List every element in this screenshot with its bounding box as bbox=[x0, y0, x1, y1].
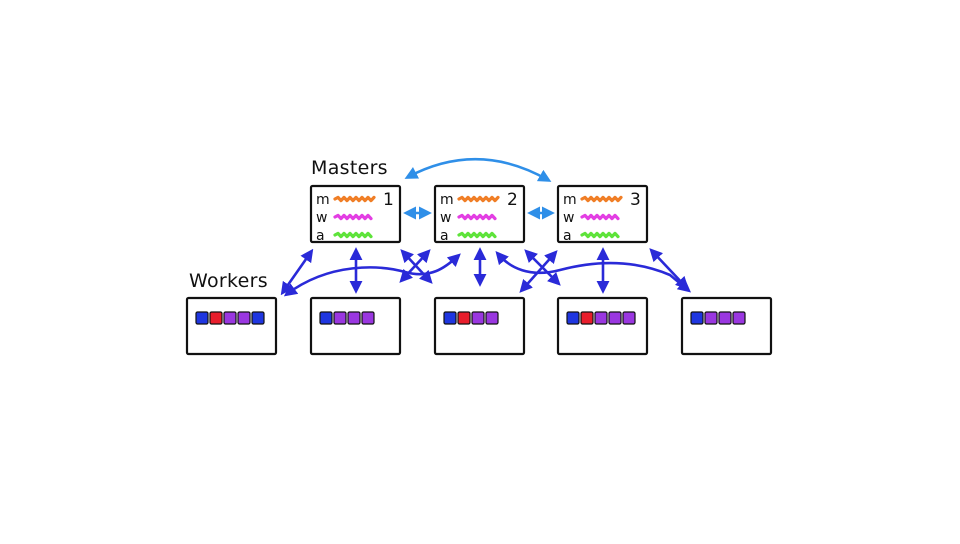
task-block-blue bbox=[566, 311, 580, 325]
m-metric-line bbox=[457, 195, 500, 203]
task-block-purple bbox=[718, 311, 732, 325]
a-metric-line bbox=[333, 231, 373, 239]
m-metric-line bbox=[333, 195, 376, 203]
master-row-label: m bbox=[440, 192, 454, 208]
masters-label: Masters bbox=[311, 157, 388, 179]
master-number: 2 bbox=[507, 190, 518, 210]
master-row-label: w bbox=[440, 210, 452, 226]
w-metric-line bbox=[333, 213, 373, 221]
w-metric-line bbox=[580, 213, 620, 221]
worker-box bbox=[309, 296, 402, 356]
worker-box bbox=[680, 296, 773, 356]
master-row-label: a bbox=[440, 228, 449, 244]
task-block-purple bbox=[594, 311, 608, 325]
task-block-purple bbox=[622, 311, 636, 325]
arrows-layer bbox=[280, 157, 691, 297]
master-number: 1 bbox=[383, 190, 394, 210]
master-worker-arrow bbox=[283, 253, 461, 297]
master-row-label: a bbox=[316, 228, 325, 244]
task-block-purple bbox=[485, 311, 499, 325]
master-row-label: a bbox=[563, 228, 572, 244]
boxes-layer bbox=[185, 184, 773, 356]
master-link-arrow bbox=[404, 157, 552, 182]
task-block-purple bbox=[608, 311, 622, 325]
workers-label: Workers bbox=[189, 270, 268, 292]
task-block-purple bbox=[333, 311, 347, 325]
task-block-red bbox=[457, 311, 471, 325]
task-block-red bbox=[580, 311, 594, 325]
worker-box bbox=[185, 296, 278, 356]
task-block-blue bbox=[690, 311, 704, 325]
task-block-purple bbox=[471, 311, 485, 325]
task-block-purple bbox=[347, 311, 361, 325]
master-number: 3 bbox=[630, 190, 641, 210]
task-block-blue bbox=[195, 311, 209, 325]
worker-box bbox=[433, 296, 526, 356]
task-block-purple bbox=[361, 311, 375, 325]
a-metric-line bbox=[457, 231, 497, 239]
task-block-blue bbox=[443, 311, 457, 325]
master-row-label: w bbox=[563, 210, 575, 226]
task-block-red bbox=[209, 311, 223, 325]
task-block-blue bbox=[251, 311, 265, 325]
master-row-label: m bbox=[563, 192, 577, 208]
master-worker-arrow bbox=[400, 249, 433, 284]
task-block-purple bbox=[223, 311, 237, 325]
task-block-blue bbox=[319, 311, 333, 325]
master-row-label: m bbox=[316, 192, 330, 208]
task-block-purple bbox=[732, 311, 746, 325]
w-metric-line bbox=[457, 213, 497, 221]
a-metric-line bbox=[580, 231, 620, 239]
master-row-label: w bbox=[316, 210, 328, 226]
task-block-purple bbox=[237, 311, 251, 325]
worker-box bbox=[556, 296, 649, 356]
master-worker-arrow bbox=[495, 251, 691, 293]
task-block-purple bbox=[704, 311, 718, 325]
m-metric-line bbox=[580, 195, 623, 203]
